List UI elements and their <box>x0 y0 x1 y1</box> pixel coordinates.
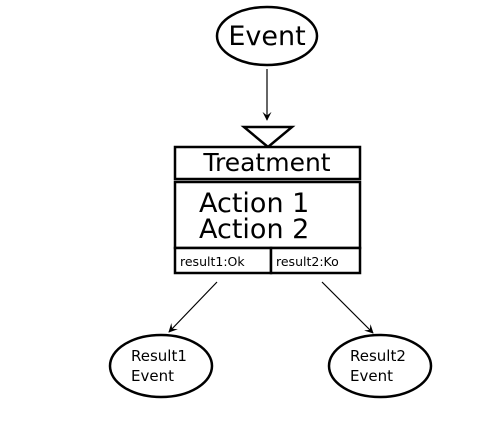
result-1-event-line2: Event <box>131 367 174 385</box>
result-1-label: result1:Ok <box>180 254 245 269</box>
result-2-event-ellipse <box>327 333 433 399</box>
result-1-event-ellipse <box>108 333 214 399</box>
treatment-title-box <box>173 145 362 181</box>
action-2-label: Action 2 <box>199 214 309 245</box>
result-1-arrow <box>168 281 218 333</box>
action-1-label: Action 1 <box>199 188 309 219</box>
result-1-event-node: Result1 Event <box>108 333 214 399</box>
result-2-event-line2: Event <box>350 367 393 385</box>
result-2-label: result2:Ko <box>276 254 339 269</box>
result-2-event-node: Result2 Event <box>327 333 433 399</box>
result-2-box <box>269 246 362 275</box>
result-1-event-line1: Result1 <box>131 347 187 365</box>
result-1-box <box>173 246 273 275</box>
input-event-node: Event <box>215 5 319 67</box>
result-2-arrow <box>321 281 374 334</box>
result-2-event-line1: Result2 <box>350 347 406 365</box>
entry-triangle <box>240 125 296 149</box>
input-event-label: Event <box>228 21 305 52</box>
treatment-title: Treatment <box>202 148 330 177</box>
input-event-ellipse <box>215 5 319 67</box>
treatment-box: Treatment Action 1 Action 2 result1:Ok r… <box>173 145 362 275</box>
